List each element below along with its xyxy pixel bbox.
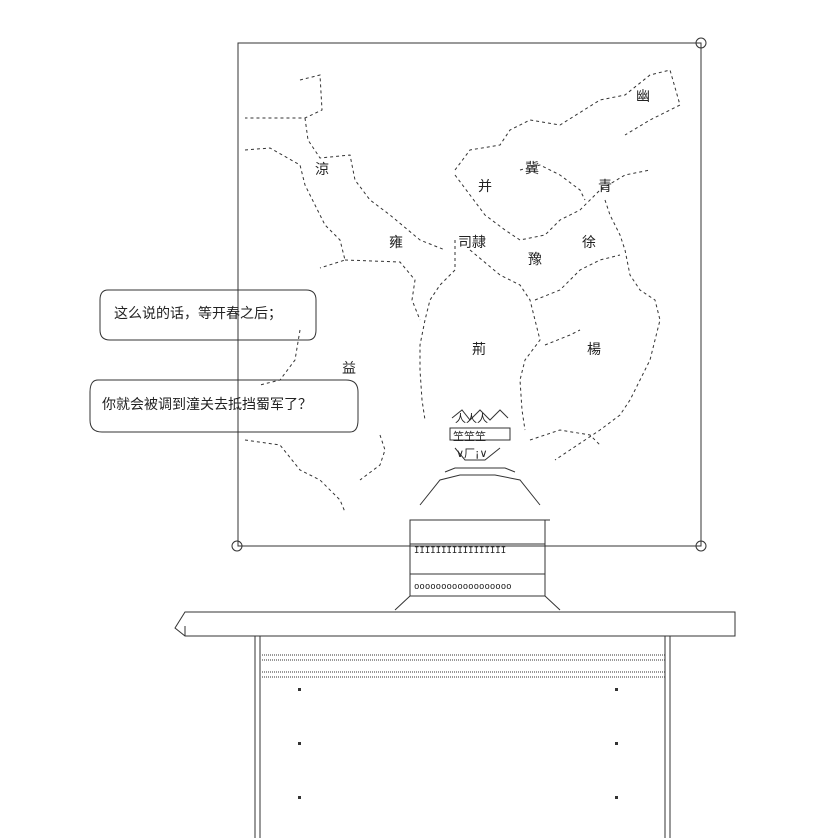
region-label-liang: 涼 — [315, 162, 329, 178]
frame-corner-br — [695, 540, 707, 552]
stand-pagoda-face: ∨厂¡∨ — [456, 447, 488, 460]
map-frame — [237, 42, 702, 547]
region-label-ji: 冀 — [525, 161, 539, 177]
region-label-xu: 徐 — [582, 235, 596, 251]
dialogue-line-1: 这么说的话，等开春之后； — [114, 306, 282, 322]
region-label-yi: 益 — [342, 361, 356, 377]
stand-pagoda-mid: 笁笁笁 — [453, 430, 486, 443]
stand-circle-row: oooooooooooooooooo — [414, 582, 512, 592]
region-label-sili: 司隷 — [458, 235, 486, 251]
region-label-jing: 荊 — [472, 342, 486, 358]
map-stand — [394, 409, 561, 611]
map-borders — [244, 69, 681, 513]
region-label-yong: 雍 — [389, 235, 403, 251]
speech-bubble-2 — [89, 379, 359, 433]
frame-corner-tr — [695, 37, 707, 49]
table — [174, 611, 736, 838]
region-label-you: 幽 — [636, 89, 650, 105]
region-label-bing: 并 — [478, 179, 492, 195]
stand-base-row: IIIIIIIIIIIIIIIII — [414, 546, 507, 556]
frame-corner-bl — [231, 540, 243, 552]
region-label-yu: 豫 — [528, 252, 542, 268]
dialogue-line-2: 你就会被调到潼关去抵挡蜀军了？ — [102, 397, 312, 413]
region-label-yang: 楊 — [587, 342, 601, 358]
region-label-qing: 青 — [598, 179, 612, 195]
speech-bubble-1 — [99, 289, 317, 341]
stand-pagoda-top: 人人人 — [455, 412, 488, 425]
